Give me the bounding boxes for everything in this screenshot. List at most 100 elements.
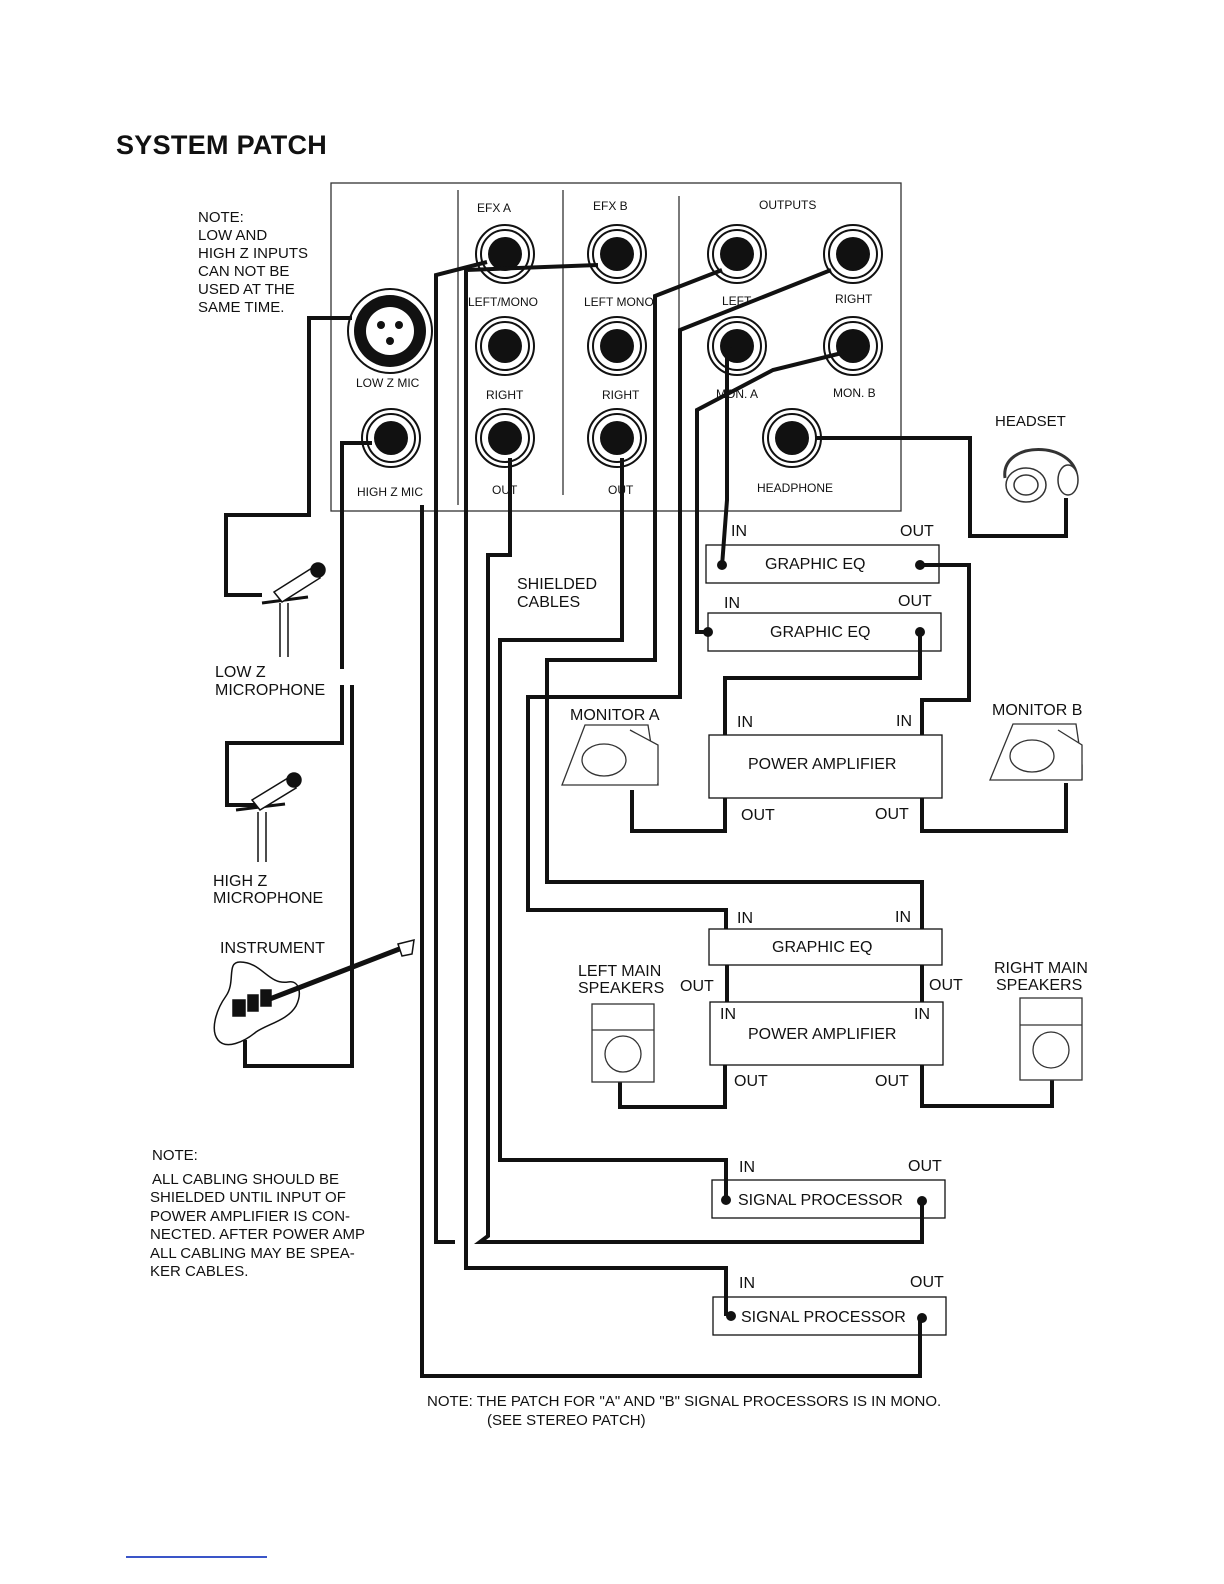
power-amplifier-mains bbox=[709, 1001, 944, 1066]
efx-a-left-label: LEFT/MONO bbox=[468, 295, 538, 309]
footer-rule bbox=[126, 1556, 267, 1558]
shielded-cables-label: SHIELDED bbox=[517, 576, 597, 593]
signal-processor-b bbox=[712, 1296, 947, 1336]
svg-text:KER CABLES.: KER CABLES. bbox=[150, 1263, 248, 1280]
graphic-eq-monitor-a bbox=[705, 544, 940, 584]
svg-text:IN: IN bbox=[914, 1006, 930, 1023]
svg-text:NOTE:: NOTE: bbox=[198, 209, 244, 226]
svg-text:OUT: OUT bbox=[900, 523, 934, 540]
svg-text:OUT: OUT bbox=[910, 1274, 944, 1291]
svg-text:IN: IN bbox=[895, 909, 911, 926]
mon-b-jack[interactable] bbox=[823, 316, 883, 376]
efx-a-right-label: RIGHT bbox=[486, 388, 524, 402]
instrument-label: INSTRUMENT bbox=[220, 940, 325, 957]
left-main-label: SPEAKERS bbox=[578, 980, 664, 997]
monitor-b-icon bbox=[989, 723, 1083, 781]
headset-icon bbox=[1003, 448, 1079, 503]
left-main-label: LEFT MAIN bbox=[578, 963, 661, 980]
page-title: SYSTEM PATCH bbox=[116, 130, 328, 160]
power-amplifier-monitors bbox=[708, 734, 943, 799]
signal-processor-label: SIGNAL PROCESSOR bbox=[741, 1309, 906, 1326]
efx-a-out-jack[interactable] bbox=[475, 408, 535, 468]
power-amplifier-label: POWER AMPLIFIER bbox=[748, 756, 896, 773]
high-z-mic-jack[interactable] bbox=[361, 408, 421, 468]
high-z-mic-label: HIGH Z MIC bbox=[357, 485, 423, 499]
efx-b-left-jack[interactable] bbox=[587, 224, 647, 284]
svg-text:OUT: OUT bbox=[898, 593, 932, 610]
efx-b-right-label: RIGHT bbox=[602, 388, 640, 402]
connector-dots bbox=[703, 560, 927, 1323]
right-main-label: RIGHT MAIN bbox=[994, 960, 1088, 977]
note-inputs: NOTE: LOW AND HIGH Z INPUTS CAN NOT BE U… bbox=[198, 209, 308, 316]
signal-processor-a bbox=[711, 1179, 946, 1219]
svg-text:POWER AMPLIFIER IS CON-: POWER AMPLIFIER IS CON- bbox=[150, 1208, 350, 1225]
svg-text:NOTE: THE PATCH FOR "A" AND "B: NOTE: THE PATCH FOR "A" AND "B" SIGNAL P… bbox=[427, 1393, 941, 1410]
efx-a-right-jack[interactable] bbox=[475, 316, 535, 376]
svg-text:(SEE STEREO PATCH): (SEE STEREO PATCH) bbox=[487, 1412, 646, 1429]
power-amplifier-label: POWER AMPLIFIER bbox=[748, 1026, 896, 1043]
right-main-speaker-icon bbox=[1019, 997, 1083, 1081]
svg-text:LOW AND: LOW AND bbox=[198, 227, 267, 244]
mixer-panel bbox=[330, 182, 902, 512]
io-labels: IN OUT IN OUT IN IN OUT OUT IN IN OUT OU… bbox=[680, 523, 963, 1292]
svg-text:OUT: OUT bbox=[875, 1073, 909, 1090]
svg-text:ALL CABLING MAY BE SPEA-: ALL CABLING MAY BE SPEA- bbox=[150, 1245, 355, 1262]
svg-text:NECTED. AFTER POWER AMP: NECTED. AFTER POWER AMP bbox=[150, 1226, 365, 1243]
svg-text:IN: IN bbox=[739, 1159, 755, 1176]
high-z-microphone-label: MICROPHONE bbox=[213, 890, 323, 907]
right-main-label: SPEAKERS bbox=[996, 977, 1082, 994]
svg-text:USED AT THE: USED AT THE bbox=[198, 281, 295, 298]
svg-text:NOTE:: NOTE: bbox=[152, 1147, 198, 1164]
svg-text:OUT: OUT bbox=[734, 1073, 768, 1090]
svg-text:IN: IN bbox=[720, 1006, 736, 1023]
cables bbox=[224, 260, 1068, 1378]
graphic-eq-mains bbox=[708, 928, 943, 966]
shielded-cables-label: CABLES bbox=[517, 594, 580, 611]
xlr-low-z-mic-jack[interactable] bbox=[347, 288, 433, 374]
guitar-icon bbox=[213, 939, 415, 1046]
efx-b-left-label: LEFT MONO bbox=[584, 295, 654, 309]
efx-a-out-label: OUT bbox=[492, 483, 518, 497]
monitor-a-icon bbox=[561, 724, 659, 786]
efx-b-right-jack[interactable] bbox=[587, 316, 647, 376]
efx-b-out-jack[interactable] bbox=[587, 408, 647, 468]
graphic-eq-label: GRAPHIC EQ bbox=[770, 624, 870, 641]
output-left-jack[interactable] bbox=[707, 224, 767, 284]
mon-a-jack[interactable] bbox=[707, 316, 767, 376]
headset-label: HEADSET bbox=[995, 413, 1066, 430]
signal-processor-label: SIGNAL PROCESSOR bbox=[738, 1192, 903, 1209]
svg-text:OUT: OUT bbox=[875, 806, 909, 823]
graphic-eq-label: GRAPHIC EQ bbox=[772, 939, 872, 956]
svg-text:HIGH Z INPUTS: HIGH Z INPUTS bbox=[198, 245, 308, 262]
svg-text:IN: IN bbox=[739, 1275, 755, 1292]
outputs-label: OUTPUTS bbox=[759, 198, 816, 212]
svg-text:SHIELDED UNTIL INPUT OF: SHIELDED UNTIL INPUT OF bbox=[150, 1189, 346, 1206]
monitor-a-label: MONITOR A bbox=[570, 707, 660, 724]
svg-text:CAN NOT BE: CAN NOT BE bbox=[198, 263, 289, 280]
svg-text:ALL CABLING SHOULD BE: ALL CABLING SHOULD BE bbox=[152, 1171, 339, 1188]
monitor-b-label: MONITOR B bbox=[992, 702, 1082, 719]
efx-b-label: EFX B bbox=[593, 199, 628, 213]
low-z-microphone-icon bbox=[261, 562, 326, 657]
svg-text:OUT: OUT bbox=[929, 977, 963, 994]
svg-text:IN: IN bbox=[737, 714, 753, 731]
svg-text:OUT: OUT bbox=[741, 807, 775, 824]
svg-text:OUT: OUT bbox=[908, 1158, 942, 1175]
mon-b-label: MON. B bbox=[833, 386, 876, 400]
left-main-speaker-icon bbox=[591, 1003, 655, 1083]
low-z-microphone-label: LOW Z bbox=[215, 664, 266, 681]
high-z-microphone-icon bbox=[235, 772, 302, 862]
graphic-eq-label: GRAPHIC EQ bbox=[765, 556, 865, 573]
svg-text:OUT: OUT bbox=[680, 978, 714, 995]
note-mono-patch: NOTE: THE PATCH FOR "A" AND "B" SIGNAL P… bbox=[427, 1393, 941, 1429]
headphone-jack[interactable] bbox=[762, 408, 822, 468]
efx-a-label: EFX A bbox=[477, 201, 511, 215]
note-cabling: NOTE: ALL CABLING SHOULD BE SHIELDED UNT… bbox=[150, 1147, 365, 1280]
high-z-microphone-label: HIGH Z bbox=[213, 873, 267, 890]
svg-text:IN: IN bbox=[724, 595, 740, 612]
svg-text:IN: IN bbox=[896, 713, 912, 730]
output-right-label: RIGHT bbox=[835, 292, 873, 306]
efx-a-left-jack[interactable] bbox=[475, 224, 535, 284]
output-right-jack[interactable] bbox=[823, 224, 883, 284]
